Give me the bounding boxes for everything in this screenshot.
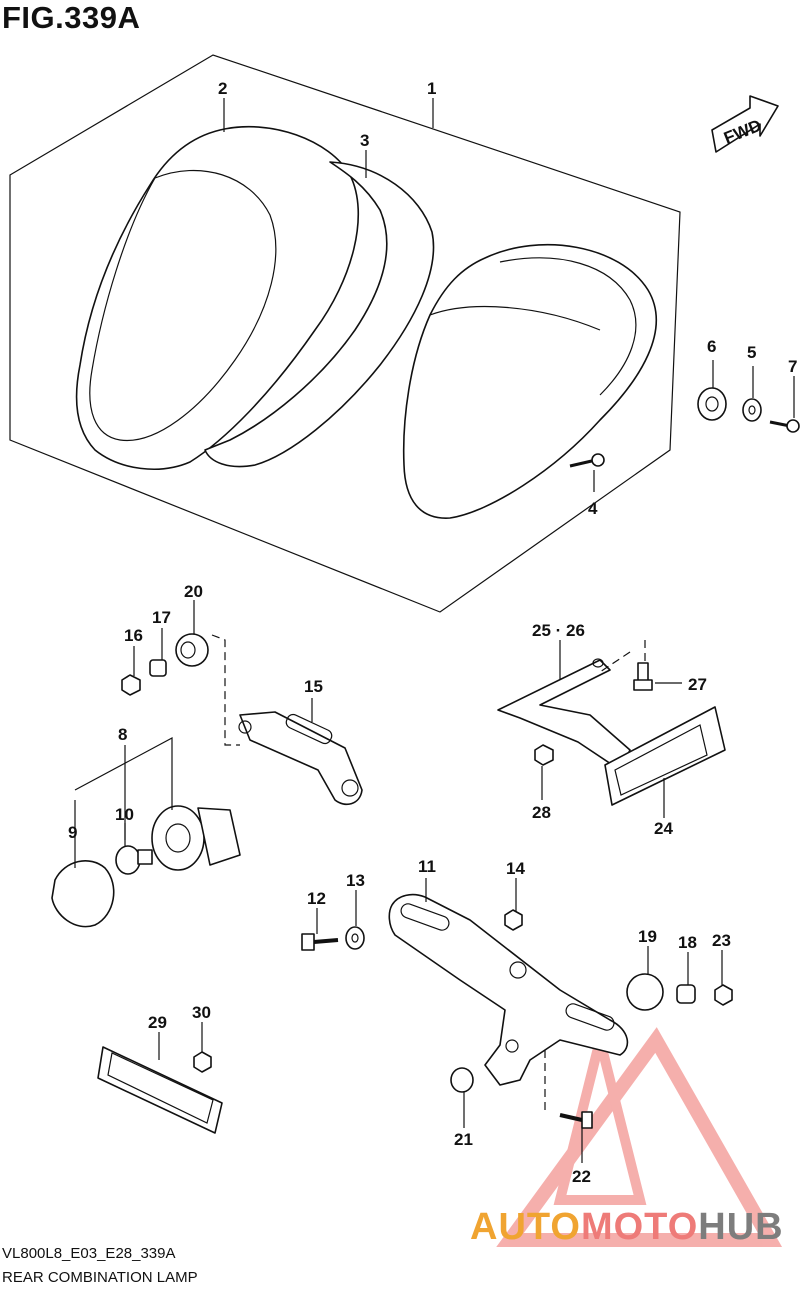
callout-15: 15 [304, 677, 323, 696]
callout-10: 10 [115, 805, 134, 824]
callout-25-26: 25 · 26 [532, 621, 585, 640]
callout-16: 16 [124, 626, 143, 645]
watermark-moto: MOTO [580, 1206, 699, 1248]
callout-2: 2 [218, 79, 227, 98]
callout-23: 23 [712, 931, 731, 950]
callout-20: 20 [184, 582, 203, 601]
collar-part-18 [676, 984, 696, 1004]
callout-7: 7 [788, 357, 797, 376]
leader-lines [124, 98, 795, 1163]
callout-4: 4 [588, 499, 598, 518]
callout-17: 17 [152, 608, 171, 627]
callout-13: 13 [346, 871, 365, 890]
watermark-hub: HUB [698, 1206, 784, 1248]
callout-30: 30 [192, 1003, 211, 1022]
nut-part-14 [504, 909, 523, 931]
callout-8: 8 [118, 725, 127, 744]
callout-6: 6 [707, 337, 716, 356]
reflector-part-29 [97, 1046, 223, 1134]
callout-27: 27 [688, 675, 707, 694]
figure-title: FIG.339A [2, 0, 141, 35]
callout-11: 11 [418, 857, 436, 876]
license-bracket-part-25-26 [497, 658, 631, 771]
bulb-part-10 [115, 845, 153, 875]
callout-9: 9 [68, 823, 77, 842]
bracket-part-15 [238, 711, 363, 806]
bolt-part-27 [633, 662, 653, 691]
screw-part-4 [569, 453, 605, 468]
grommet-part-19 [626, 973, 664, 1011]
lamp-housing [402, 243, 658, 519]
gasket [204, 161, 435, 468]
callout-1: 1 [427, 79, 436, 98]
callout-14: 14 [506, 859, 525, 878]
callout-21: 21 [454, 1130, 473, 1149]
watermark-text: AUTOMOTOHUB [470, 1206, 784, 1249]
fwd-arrow-icon: FWD [711, 95, 779, 153]
turn-lens-part-9 [51, 860, 115, 928]
washer-part-13 [345, 926, 365, 950]
watermark-auto: AUTO [470, 1206, 581, 1248]
callout-24: 24 [654, 819, 673, 838]
callout-18: 18 [678, 933, 697, 952]
callout-28: 28 [532, 803, 551, 822]
screw-part-7 [769, 419, 800, 433]
washer-part-5 [742, 398, 762, 422]
reflector-part-24 [604, 706, 726, 806]
main-bracket-part-11 [388, 893, 629, 1086]
nut-part-16 [121, 674, 141, 696]
nut-part-28 [534, 744, 554, 766]
callout-5: 5 [747, 343, 756, 362]
collar-part-17 [149, 659, 167, 677]
callout-12: 12 [307, 889, 326, 908]
callout-19: 19 [638, 927, 657, 946]
figure-caption: REAR COMBINATION LAMP [2, 1269, 198, 1286]
callout-29: 29 [148, 1013, 167, 1032]
assembly-boundary [9, 54, 681, 613]
grommet-part-20 [175, 633, 209, 667]
cap-part-21 [450, 1067, 474, 1093]
callout-22: 22 [572, 1167, 591, 1186]
figure-code: VL800L8_E03_E28_339A [2, 1245, 176, 1262]
grommet-part-6 [697, 387, 727, 421]
lens-frame [75, 125, 360, 470]
socket-part-8 [151, 805, 241, 871]
callout-3: 3 [360, 131, 369, 150]
nut-part-23 [714, 984, 733, 1006]
nut-part-30 [193, 1051, 212, 1073]
bolt-part-12 [301, 933, 339, 951]
bolt-part-22 [559, 1111, 593, 1129]
